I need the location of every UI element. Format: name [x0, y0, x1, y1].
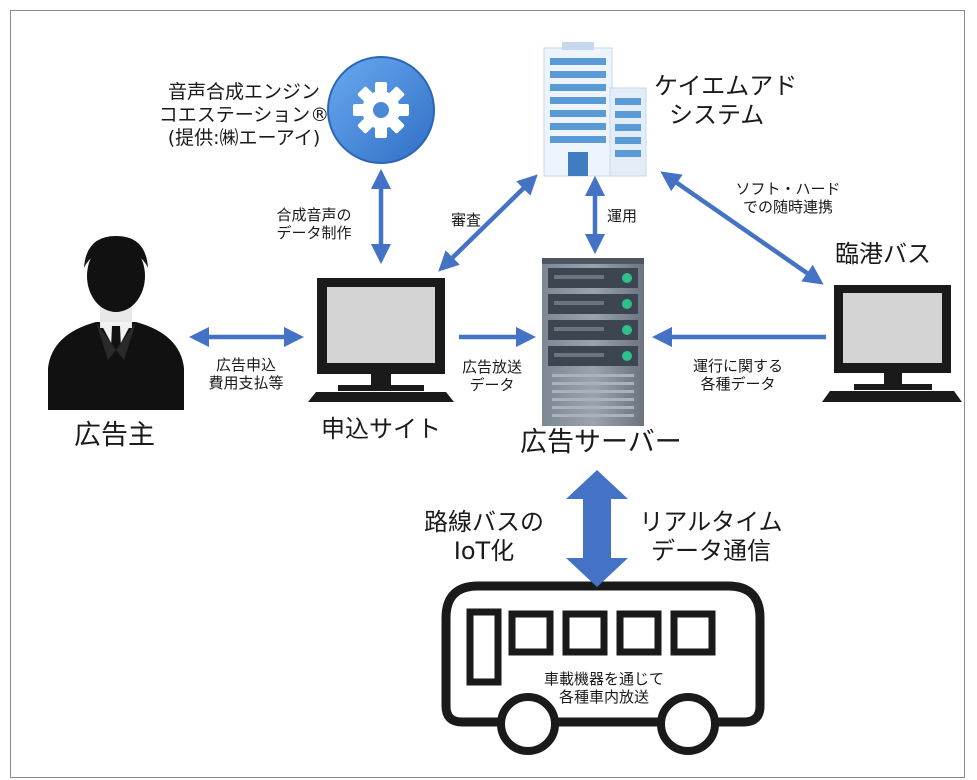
keiem-label: ケイエムアド システム: [654, 72, 797, 131]
desktop-computer-icon: [308, 278, 454, 402]
engine-line-3: (提供:㈱エーアイ): [167, 127, 321, 150]
desktop-computer-icon: [822, 285, 962, 402]
engine-label: 音声合成エンジン コエステーション® (提供:㈱エーアイ): [150, 81, 338, 151]
synth-line-2: データ制作: [276, 224, 352, 243]
synth-label: 合成音声の データ制作: [254, 206, 374, 243]
apply-line-2: 費用支払等: [208, 374, 284, 393]
office-building-icon: [543, 42, 647, 177]
bus-broadcast-label: 車載機器を通じて 各種車内放送: [514, 670, 694, 707]
application-site-label: 申込サイト: [321, 415, 441, 443]
review-label: 審査: [451, 211, 482, 229]
operation-label: 運用: [607, 207, 638, 225]
gear-icon: [327, 56, 435, 164]
engine-line-2: コエステーション®: [158, 104, 330, 127]
bus-icon: [441, 581, 765, 755]
ad-server-label: 広告サーバー: [520, 427, 682, 458]
apply-line-1: 広告申込: [215, 356, 276, 374]
sync-label: ソフト・ハード での随時連携: [718, 180, 858, 217]
synth-line-1: 合成音声の: [276, 206, 352, 224]
apply-label: 広告申込 費用支払等: [196, 356, 296, 393]
rinko-bus-label: 臨港バス: [835, 240, 931, 268]
realtime-line-1: リアルタイム: [639, 508, 783, 536]
broadcast-label: 広告放送 データ: [446, 358, 538, 395]
operating-line-2: 各種データ: [700, 375, 776, 394]
keiem-line-2: システム: [669, 101, 765, 130]
advertiser-label: 広告主: [74, 420, 155, 451]
diagram-frame: [10, 10, 965, 778]
broadcast-line-2: データ: [469, 376, 515, 395]
arrow-keiem-rinko: [660, 171, 824, 285]
arrow-site-keiem: [438, 174, 538, 272]
operating-data-label: 運行に関する 各種データ: [668, 357, 808, 394]
broadcast-line-1: 広告放送: [461, 358, 522, 376]
iot-line-2: IoT化: [453, 537, 515, 566]
sync-line-2: での随時連携: [742, 198, 833, 217]
arrow-server-bus: [566, 470, 628, 587]
realtime-label: リアルタイム データ通信: [626, 508, 796, 567]
server-rack-icon: [542, 258, 644, 426]
bus-line-2: 各種車内放送: [558, 688, 649, 707]
iot-label: 路線バスの IoT化: [410, 508, 558, 567]
operating-line-1: 運行に関する: [692, 357, 783, 375]
iot-line-1: 路線バスの: [424, 508, 544, 536]
businessman-icon: [48, 236, 184, 410]
keiem-line-1: ケイエムアド: [654, 72, 798, 100]
realtime-line-2: データ通信: [651, 537, 771, 566]
engine-line-1: 音声合成エンジン: [167, 81, 320, 103]
bus-line-1: 車載機器を通じて: [543, 670, 664, 688]
sync-line-1: ソフト・ハード: [735, 180, 841, 198]
